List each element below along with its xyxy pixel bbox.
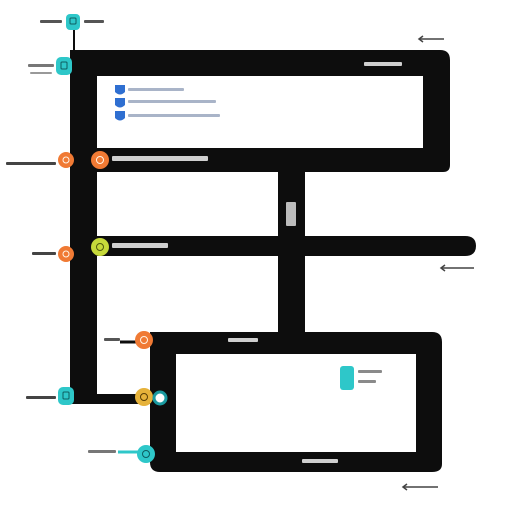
node-orange-track-1[interactable] bbox=[91, 151, 109, 169]
label-mark bbox=[32, 252, 56, 255]
shield-icon bbox=[115, 111, 125, 121]
label-mark bbox=[6, 162, 56, 165]
label-mark bbox=[228, 338, 258, 342]
list-text-line bbox=[128, 88, 184, 91]
node-teal-spine-upper[interactable] bbox=[56, 57, 72, 75]
circle-icon bbox=[96, 243, 104, 251]
label-mark bbox=[40, 20, 62, 23]
label-placeholders bbox=[6, 20, 402, 463]
list-text-line bbox=[128, 100, 216, 103]
circle-icon bbox=[142, 450, 150, 458]
left-arrow-head bbox=[417, 35, 424, 43]
arrows bbox=[401, 35, 474, 491]
list-text-line bbox=[128, 114, 220, 117]
ring-icon bbox=[152, 390, 168, 406]
left-arrow-head bbox=[401, 483, 408, 491]
node-orange-left-1[interactable] bbox=[58, 152, 74, 168]
node-teal-top[interactable] bbox=[66, 14, 80, 30]
track-bottom-frame bbox=[150, 332, 442, 472]
track-structure bbox=[70, 50, 476, 472]
legend bbox=[340, 366, 382, 390]
square-icon bbox=[60, 61, 68, 70]
nodes bbox=[56, 14, 168, 463]
track-top-frame bbox=[70, 50, 450, 172]
legend-text-line bbox=[358, 370, 382, 373]
cylinder-icon bbox=[340, 366, 354, 390]
label-mark bbox=[112, 243, 168, 248]
track-middle-bar bbox=[97, 236, 476, 256]
label-mark bbox=[28, 64, 54, 67]
circle-icon bbox=[140, 393, 148, 401]
node-orange-bottom[interactable] bbox=[135, 331, 153, 349]
node-gold[interactable] bbox=[135, 388, 153, 406]
left-arrow-head bbox=[439, 264, 446, 272]
node-orange-left-2[interactable] bbox=[58, 246, 74, 262]
label-mark bbox=[112, 156, 208, 161]
label-mark bbox=[286, 202, 296, 226]
shield-icon bbox=[115, 85, 125, 95]
legend-text-line bbox=[358, 380, 376, 383]
node-teal-bottom[interactable] bbox=[137, 445, 155, 463]
label-mark bbox=[88, 450, 116, 453]
node-teal-ring[interactable] bbox=[152, 390, 168, 406]
circle-icon bbox=[62, 156, 70, 164]
circle-icon bbox=[96, 156, 104, 164]
label-mark bbox=[84, 20, 104, 23]
label-mark bbox=[302, 459, 338, 463]
circle-icon bbox=[62, 250, 70, 258]
node-yellowgreen-mid[interactable] bbox=[91, 238, 109, 256]
square-icon bbox=[62, 391, 70, 400]
label-mark bbox=[30, 72, 52, 74]
label-mark bbox=[26, 396, 56, 399]
node-teal-spine-lower[interactable] bbox=[58, 387, 74, 405]
square-icon bbox=[69, 17, 77, 25]
shield-icon bbox=[115, 98, 125, 108]
label-mark bbox=[364, 62, 402, 66]
label-mark bbox=[104, 338, 120, 341]
circle-icon bbox=[140, 336, 148, 344]
track-left-spine bbox=[70, 50, 97, 402]
shield-list bbox=[115, 85, 220, 121]
